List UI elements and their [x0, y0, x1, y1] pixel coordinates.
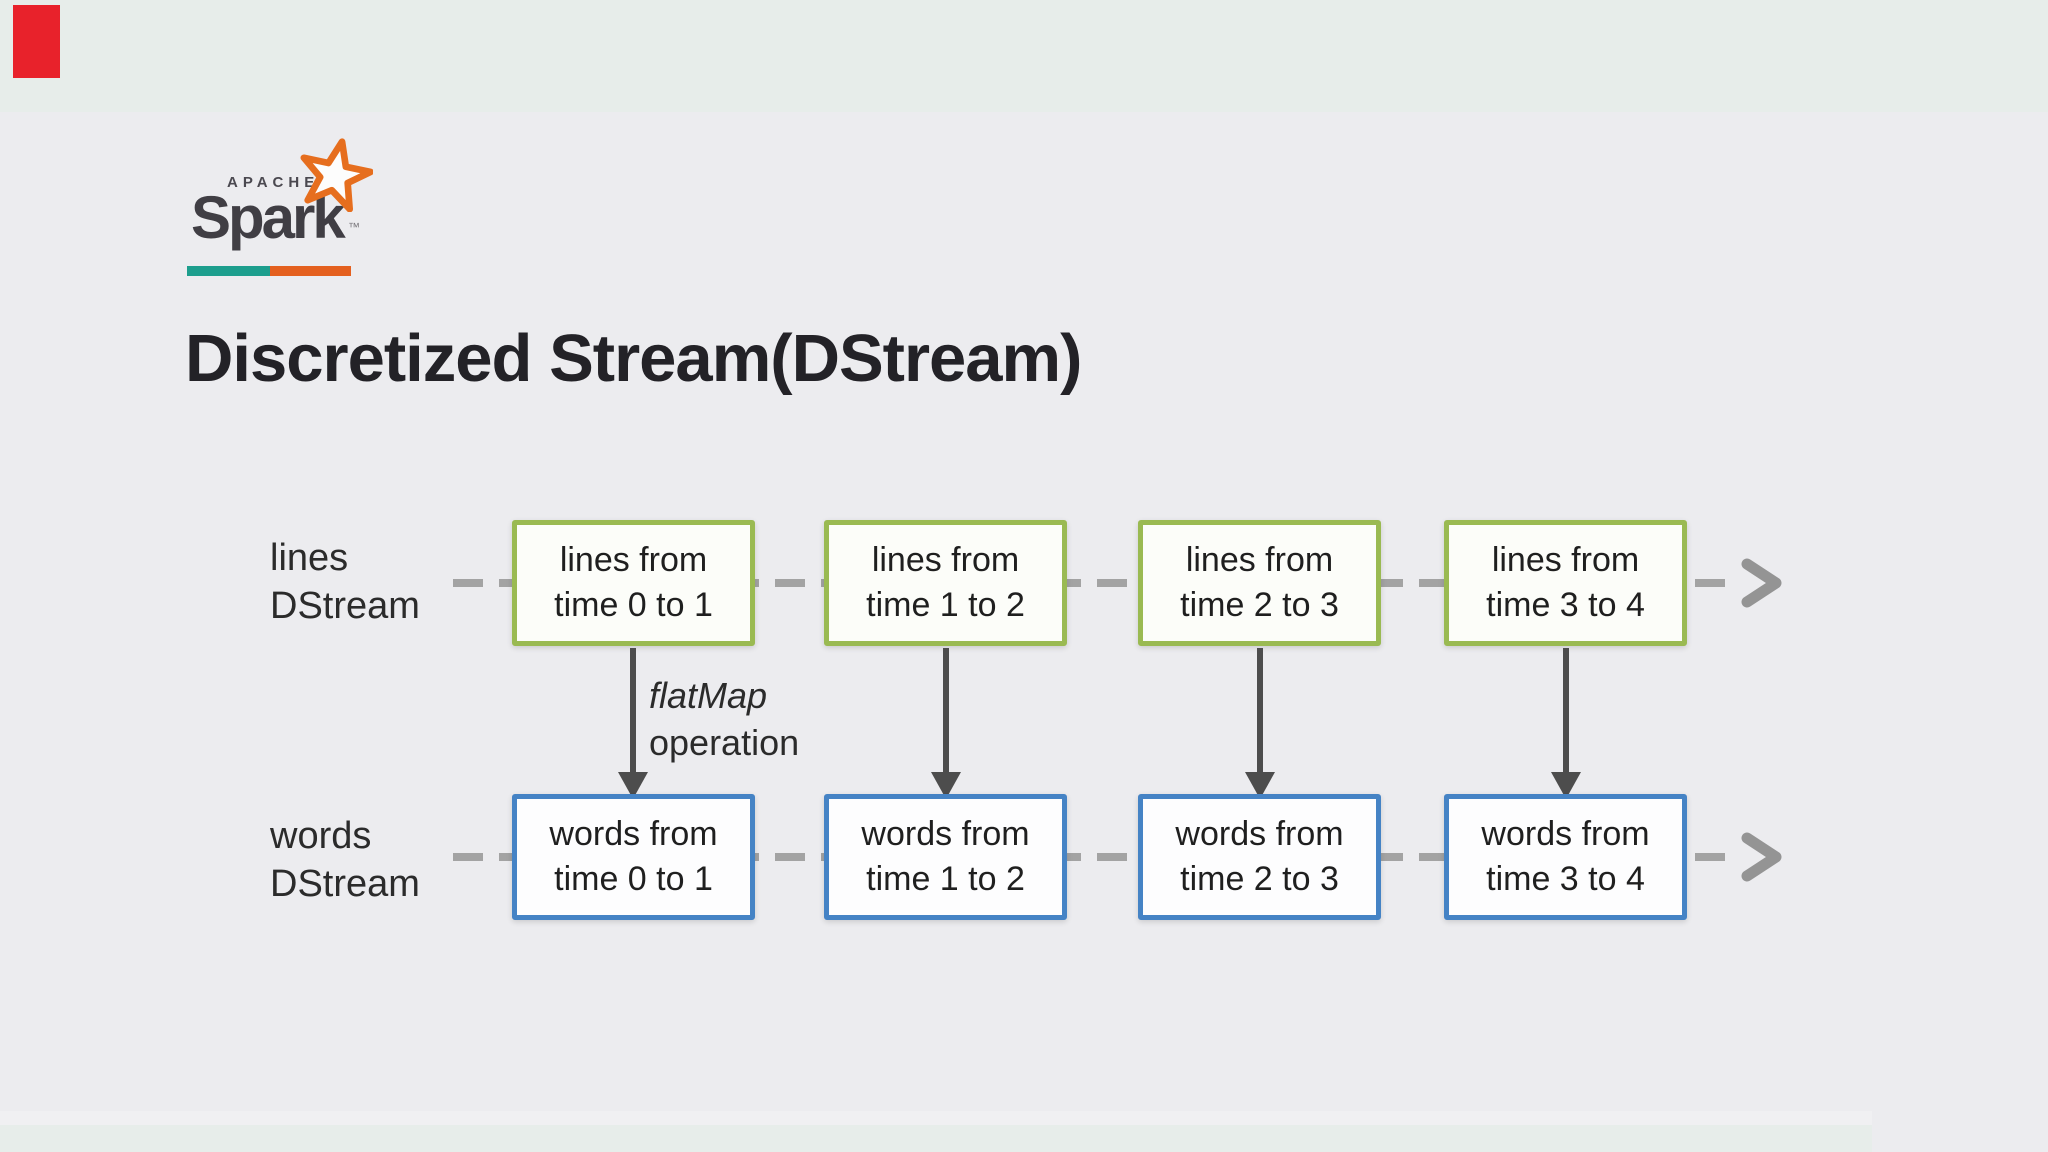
lines-dstream-label-line2: DStream — [270, 585, 420, 627]
slide-title: Discretized Stream(DStream) — [185, 321, 1082, 396]
box-text-line2: time 3 to 4 — [1486, 860, 1645, 898]
words-dstream-label: words DStream — [270, 812, 420, 908]
logo-trademark: ™ — [348, 220, 360, 234]
logo-brand-bar-teal — [187, 266, 270, 276]
dstream-box-words-3-4: words from time 3 to 4 — [1444, 794, 1687, 920]
logo-brand-bar-orange — [270, 266, 351, 276]
red-accent-block — [13, 5, 60, 78]
words-dstream-label-line1: words — [270, 815, 372, 857]
dstream-box-lines-2-3: lines from time 2 to 3 — [1138, 520, 1381, 646]
box-text-line2: time 3 to 4 — [1486, 586, 1645, 624]
words-stream-dashed-line — [453, 853, 1741, 861]
box-text-line2: time 1 to 2 — [866, 586, 1025, 624]
lines-dstream-label: lines DStream — [270, 534, 420, 630]
arrow-down-icon — [1563, 648, 1569, 774]
box-text-line1: lines from — [1491, 541, 1640, 579]
box-text-line1: words from — [549, 815, 718, 853]
flatmap-annotation-line1: flatMap — [649, 675, 768, 716]
dstream-box-lines-3-4: lines from time 3 to 4 — [1444, 520, 1687, 646]
logo-apache-text: APACHE — [227, 174, 320, 191]
flatmap-annotation-line2: operation — [649, 722, 800, 763]
box-text-line1: words from — [1175, 815, 1344, 853]
lines-dstream-label-line1: lines — [270, 537, 349, 579]
box-text-line1: words from — [1481, 815, 1650, 853]
chevron-right-arrow-icon — [1741, 558, 1782, 608]
bottom-strip — [0, 1125, 1872, 1152]
dstream-box-words-2-3: words from time 2 to 3 — [1138, 794, 1381, 920]
dstream-box-words-1-2: words from time 1 to 2 — [824, 794, 1067, 920]
box-text-line1: lines from — [1185, 541, 1334, 579]
lines-stream-dashed-line — [453, 579, 1741, 587]
arrow-down-icon — [630, 648, 636, 774]
box-text-line2: time 0 to 1 — [554, 586, 713, 624]
arrow-down-icon — [943, 648, 949, 774]
words-dstream-label-line2: DStream — [270, 863, 420, 905]
arrow-down-icon — [1257, 648, 1263, 774]
dstream-box-words-0-1: words from time 0 to 1 — [512, 794, 755, 920]
box-text-line1: lines from — [871, 541, 1020, 579]
box-text-line2: time 2 to 3 — [1180, 586, 1339, 624]
flatmap-operation-annotation: flatMap operation — [649, 672, 799, 766]
box-text-line2: time 0 to 1 — [554, 860, 713, 898]
dstream-box-lines-1-2: lines from time 1 to 2 — [824, 520, 1067, 646]
spark-star-icon — [300, 138, 373, 212]
box-text-line2: time 2 to 3 — [1180, 860, 1339, 898]
slide-background-extension — [1872, 1125, 2048, 1152]
chevron-right-arrow-icon — [1741, 832, 1782, 882]
box-text-line2: time 1 to 2 — [866, 860, 1025, 898]
box-text-line1: lines from — [559, 541, 708, 579]
box-text-line1: words from — [861, 815, 1030, 853]
bottom-light-band — [0, 1111, 1872, 1125]
dstream-box-lines-0-1: lines from time 0 to 1 — [512, 520, 755, 646]
